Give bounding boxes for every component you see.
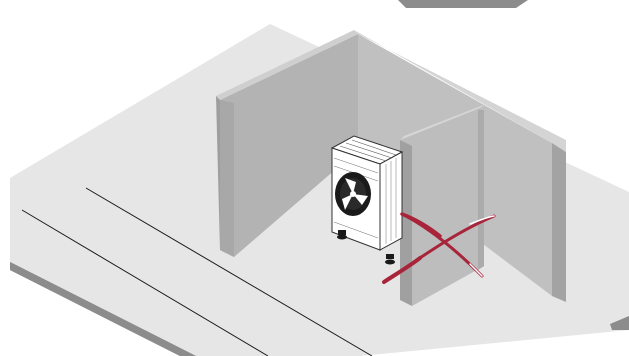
road-line-upper [85,187,373,356]
ground-edge-right [610,316,629,330]
back-wall-left-face [220,34,358,257]
ground-top [10,24,629,356]
prohibited-cross-icon [382,212,496,284]
road-markings [21,187,373,356]
ground-slab [10,24,629,356]
unit-feet [337,230,395,265]
road-line-lower [21,209,269,356]
fan-icon [335,172,371,216]
ceiling-slab [398,0,528,8]
outdoor-unit [330,135,404,265]
